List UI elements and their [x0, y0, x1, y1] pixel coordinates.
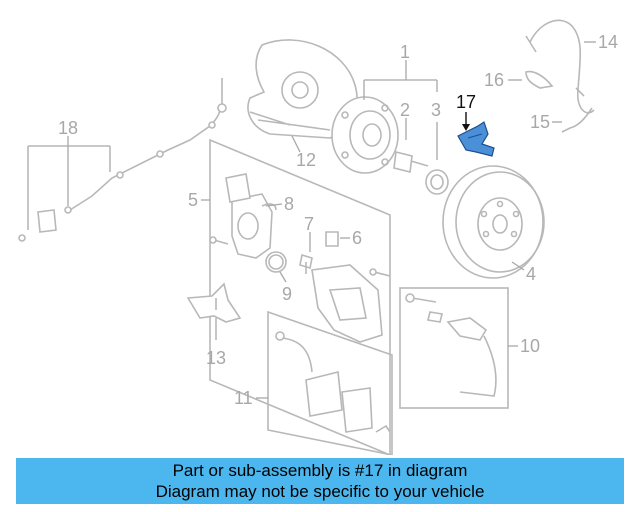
- label-18: 18: [58, 118, 78, 138]
- carrier-bolt: [369, 268, 391, 277]
- hub-bolt: [393, 151, 429, 173]
- brake-hose: [525, 19, 595, 114]
- pads-panel: [267, 310, 393, 455]
- caliper-body: [225, 173, 277, 259]
- label-2: 2: [400, 100, 410, 120]
- banner-line-2: Diagram may not be specific to your vehi…: [155, 482, 485, 501]
- grease-cap: [425, 169, 449, 195]
- label-11: 11: [234, 388, 253, 408]
- pad-clip: [375, 424, 391, 433]
- caliper-carrier: [311, 264, 383, 343]
- bleeder-cap: [325, 231, 339, 247]
- label-14: 14: [598, 32, 618, 52]
- label-9: 9: [282, 284, 292, 304]
- label-16: 16: [484, 70, 504, 90]
- brake-disc: [442, 165, 545, 279]
- part-labels: 1 2 3 4 5 6 7 8 9 10 11 12 13 14 15 16 1…: [58, 32, 618, 408]
- info-banner: Part or sub-assembly is #17 in diagram D…: [16, 458, 624, 504]
- bracket: [186, 282, 242, 323]
- brake-line: [561, 107, 593, 133]
- guide-panel: [399, 287, 509, 409]
- wheel-hub: [331, 96, 399, 174]
- label-15: 15: [530, 112, 550, 132]
- label-12: 12: [296, 150, 316, 170]
- guide-pin: [405, 293, 497, 397]
- label-6: 6: [352, 228, 362, 248]
- parts-diagram: 1 2 3 4 5 6 7 8 9 10 11 12 13 14 15 16 1…: [18, 19, 618, 455]
- label-3: 3: [431, 100, 441, 120]
- label-7: 7: [304, 214, 314, 234]
- caliper-bolt: [209, 236, 229, 245]
- hose-clip: [525, 70, 554, 89]
- label-1: 1: [400, 42, 410, 62]
- label-5: 5: [188, 190, 198, 210]
- label-4: 4: [526, 264, 536, 284]
- seal-ring: [265, 251, 287, 273]
- label-17: 17: [456, 92, 476, 112]
- seal-ring-inner: [268, 254, 284, 270]
- banner-line-1: Part or sub-assembly is #17 in diagram: [172, 461, 468, 480]
- label-10: 10: [520, 336, 540, 356]
- bleeder-screw: [299, 253, 313, 274]
- label-13: 13: [206, 348, 226, 368]
- label-8: 8: [284, 194, 294, 214]
- leader-lines: [27, 41, 596, 399]
- brake-pad: [275, 331, 373, 433]
- part-17-sensor: [457, 121, 495, 157]
- abs-sensor-cable: [18, 78, 227, 242]
